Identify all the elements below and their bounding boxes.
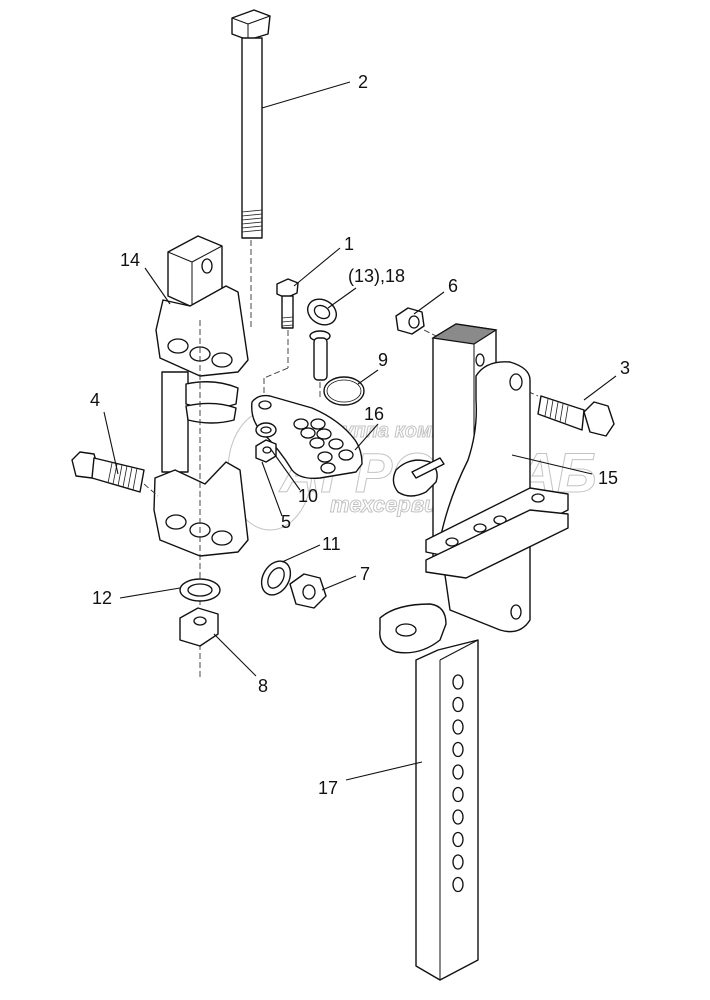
callout-10: 10: [298, 486, 318, 506]
callout-17: 17: [318, 778, 338, 798]
leader-6: [413, 291, 445, 315]
bar-hole: [452, 854, 464, 870]
bar-hole: [452, 764, 464, 780]
leader-11: [281, 544, 321, 563]
callout-9: 9: [378, 350, 388, 370]
bar-hole: [452, 786, 464, 803]
snap-ring: [323, 376, 365, 406]
lock-washer: [260, 560, 292, 596]
leader-9: [357, 369, 379, 385]
leader-lines: [103, 81, 617, 781]
bracket-left: [153, 235, 249, 680]
leader-14: [144, 267, 171, 305]
leader-17: [345, 761, 423, 781]
lock-washer-small: [255, 422, 277, 438]
callout-labels: 2 1 (13),18 6 9 3 14 16 15 4 10 5 11 7 1…: [90, 72, 630, 798]
bolt-right: [519, 387, 615, 437]
callout-7: 7: [360, 564, 370, 584]
long-bolt: [231, 9, 271, 330]
callout-16: 16: [364, 404, 384, 424]
nut-bottom: [179, 607, 219, 647]
spring-washer: [179, 578, 221, 602]
watermark-line3: техсервис: [330, 492, 450, 517]
leader-12: [119, 587, 181, 599]
leader-16: [354, 423, 379, 451]
callout-15: 15: [598, 468, 618, 488]
bar-hole: [452, 741, 464, 758]
leader-13-18: [327, 287, 357, 309]
nut-small: [255, 439, 277, 463]
leader-8: [213, 633, 257, 677]
callout-5: 5: [281, 512, 291, 532]
callout-6: 6: [448, 276, 458, 296]
bar-hole: [452, 876, 464, 893]
callout-3: 3: [620, 358, 630, 378]
callout-11: 11: [322, 534, 341, 554]
bar-hole: [452, 831, 464, 848]
adjustable-bar: [415, 639, 479, 981]
callout-13-18: (13),18: [348, 266, 405, 286]
nut-lower: [289, 573, 327, 609]
bolt-small: [263, 278, 299, 396]
leader-4: [103, 411, 119, 475]
bar-hole: [452, 809, 464, 825]
leader-7: [321, 575, 357, 591]
leader-1: [293, 247, 341, 287]
leader-3: [583, 375, 617, 401]
bracket-right: [379, 323, 569, 654]
nut-top: [395, 307, 441, 339]
bar-hole: [452, 696, 464, 713]
callout-8: 8: [258, 676, 268, 696]
callout-2: 2: [358, 72, 368, 92]
callout-4: 4: [90, 390, 100, 410]
ring-pin: [306, 298, 338, 400]
callout-12: 12: [92, 588, 112, 608]
bar-hole: [452, 719, 464, 735]
leader-15: [511, 454, 593, 475]
bar-holes: [452, 674, 464, 893]
hole-plate: [251, 394, 363, 480]
leader-10: [269, 447, 301, 491]
bar-hole: [452, 674, 464, 690]
leader-2: [261, 81, 351, 109]
callout-14: 14: [120, 250, 140, 270]
leader-5: [261, 461, 283, 517]
callout-1: 1: [344, 234, 354, 254]
